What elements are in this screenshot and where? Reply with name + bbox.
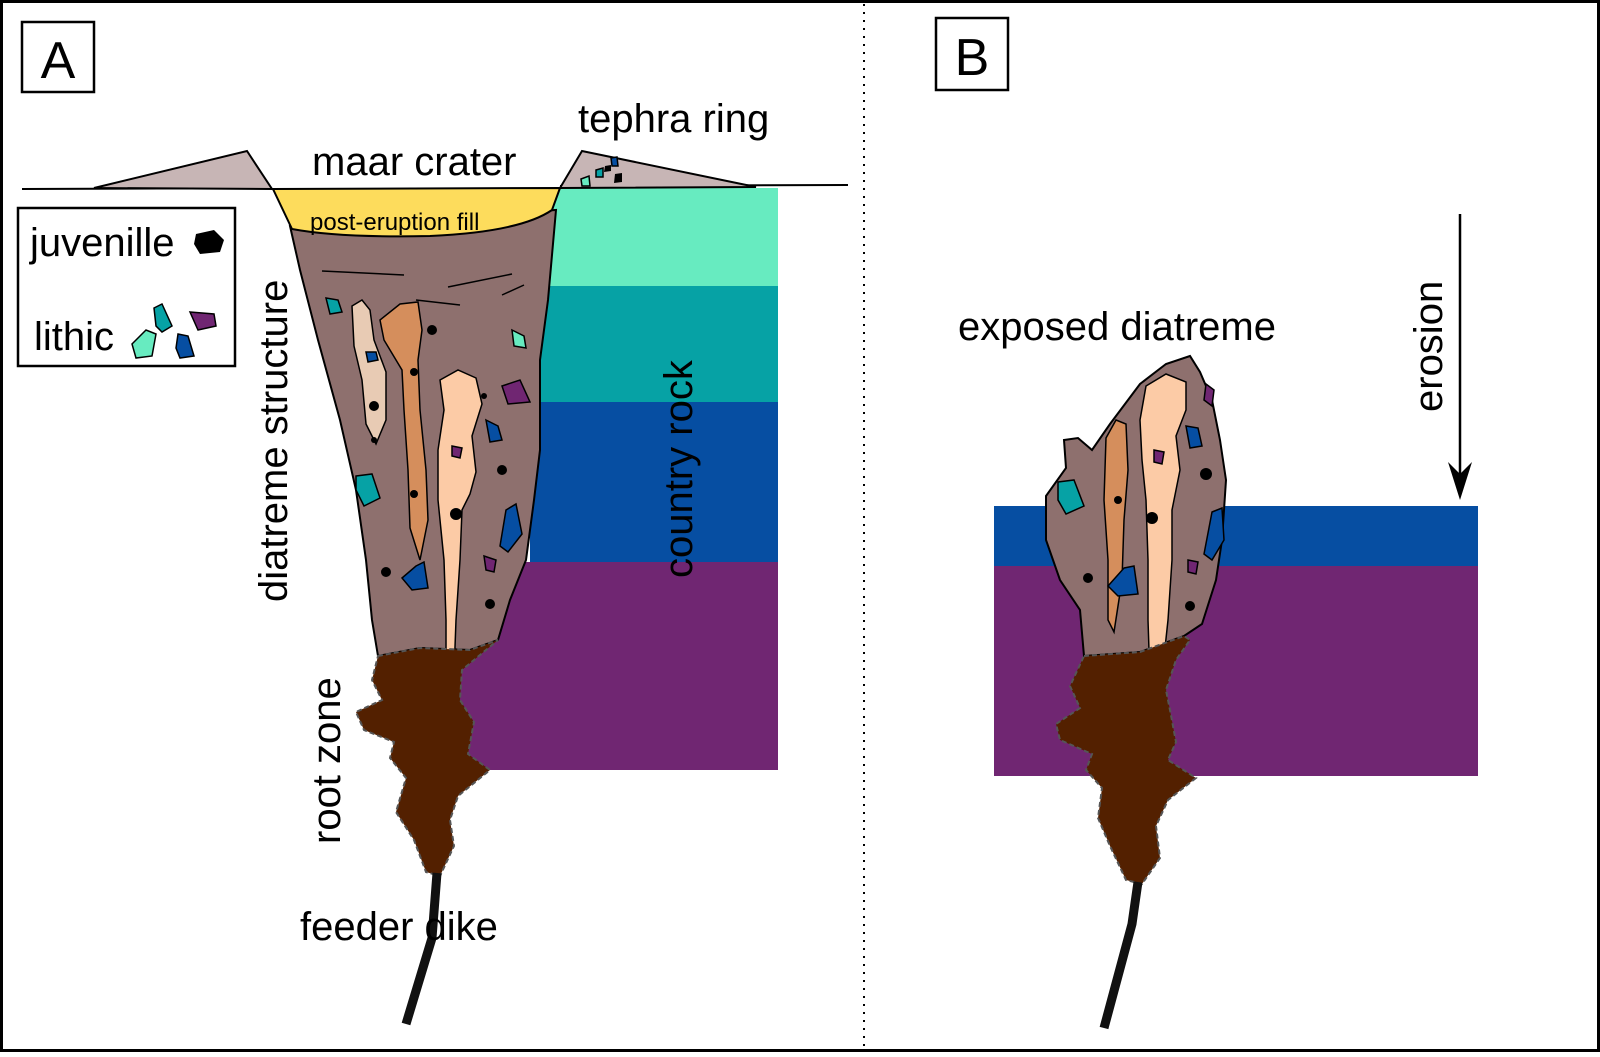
exposed-clasts [1057, 382, 1225, 611]
panel-a-letter-box [20, 20, 96, 94]
juvenile-clast [1185, 601, 1195, 611]
tephra-clast [614, 173, 622, 183]
erosion-label: erosion [1407, 281, 1451, 412]
legend-lithic-swatch [175, 333, 195, 359]
country-rock-layer-2 [540, 286, 778, 404]
diatreme-structure-label: diatreme structure [252, 280, 296, 602]
remaining-layer-4 [994, 566, 1478, 776]
lithic-clast [1057, 479, 1085, 515]
exposed-clast-peach [1139, 373, 1187, 682]
juvenile-clast [371, 437, 377, 443]
exposed-feeder-dike [1099, 881, 1143, 1030]
legend-lithic-swatch [153, 302, 173, 333]
tephra-ring-left [93, 149, 274, 191]
post-eruption-fill-label: post-eruption fill [310, 209, 479, 236]
lithic-clast [1185, 425, 1203, 449]
juvenile-clast [1146, 512, 1158, 524]
legend-lithic-swatch [131, 329, 157, 359]
lithic-clast [484, 418, 503, 443]
panel-a-letter: A [41, 32, 76, 90]
elongate-clast-peach [437, 369, 483, 675]
lithic-clast [324, 297, 343, 315]
lithic-clast [451, 445, 463, 459]
post-eruption-fill [271, 186, 562, 238]
panel-b: B exposed diatreme erosion [934, 16, 1478, 1030]
tephra-clasts [580, 156, 622, 187]
juvenile-clast [381, 567, 391, 577]
juvenile-clast [485, 599, 495, 609]
root-zone-label: root zone [305, 677, 349, 844]
maar-crater-label: maar crater [312, 140, 517, 184]
juvenile-clast [369, 401, 379, 411]
feeder-dike-label: feeder dike [300, 905, 498, 949]
lithic-clast [1153, 449, 1165, 465]
exposed-diatreme-label: exposed diatreme [958, 305, 1276, 349]
lithic-clast [400, 560, 429, 591]
country-rock-layer-4 [460, 562, 778, 770]
country-rock-layer-3 [530, 402, 778, 564]
legend-lithic-swatch [188, 311, 217, 331]
juvenile-clast [410, 368, 418, 376]
juvenile-clast [1200, 468, 1212, 480]
panel-b-letter: B [955, 29, 990, 87]
panel-a: A [16, 20, 849, 1026]
bedding-lines [321, 270, 525, 306]
tephra-clast [595, 167, 604, 178]
legend-juvenile-label: juvenille [29, 221, 175, 265]
root-zone [354, 639, 499, 878]
tephra-clast [610, 156, 619, 167]
legend: juvenille lithic [16, 206, 237, 368]
tephra-ring-right [558, 149, 757, 190]
erosion-arrow-head [1448, 462, 1472, 500]
juvenile-clast [427, 325, 437, 335]
exposed-root-zone [1054, 634, 1198, 886]
juvenile-clast [1083, 573, 1093, 583]
lithic-clast [355, 473, 381, 508]
country-rock-layer-1 [540, 188, 778, 288]
juvenile-clast [410, 490, 418, 498]
legend-juvenile-swatch [194, 230, 224, 254]
lithic-clast [1203, 506, 1225, 562]
juvenile-clast [497, 465, 507, 475]
lithic-clast [1187, 559, 1199, 575]
juvenile-clast [450, 508, 462, 520]
legend-lithic-label: lithic [34, 315, 114, 359]
lithic-clast [1106, 565, 1139, 597]
feeder-dike [401, 872, 442, 1026]
diatreme-clasts [324, 297, 532, 609]
lithic-clast [365, 351, 379, 363]
lithic-clast [511, 328, 527, 349]
juvenile-clast [481, 393, 487, 399]
lithic-clast [499, 502, 523, 554]
tephra-ring-label: tephra ring [578, 97, 769, 141]
tephra-clast [604, 165, 611, 172]
lithic-clast [501, 379, 532, 405]
tephra-clast [580, 174, 591, 187]
lithic-clast [483, 554, 497, 573]
lithic-clast [1203, 382, 1215, 408]
country-rock-label: country rock [657, 359, 701, 578]
panel-b-letter-box [934, 16, 1010, 92]
juvenile-clast [1114, 496, 1122, 504]
